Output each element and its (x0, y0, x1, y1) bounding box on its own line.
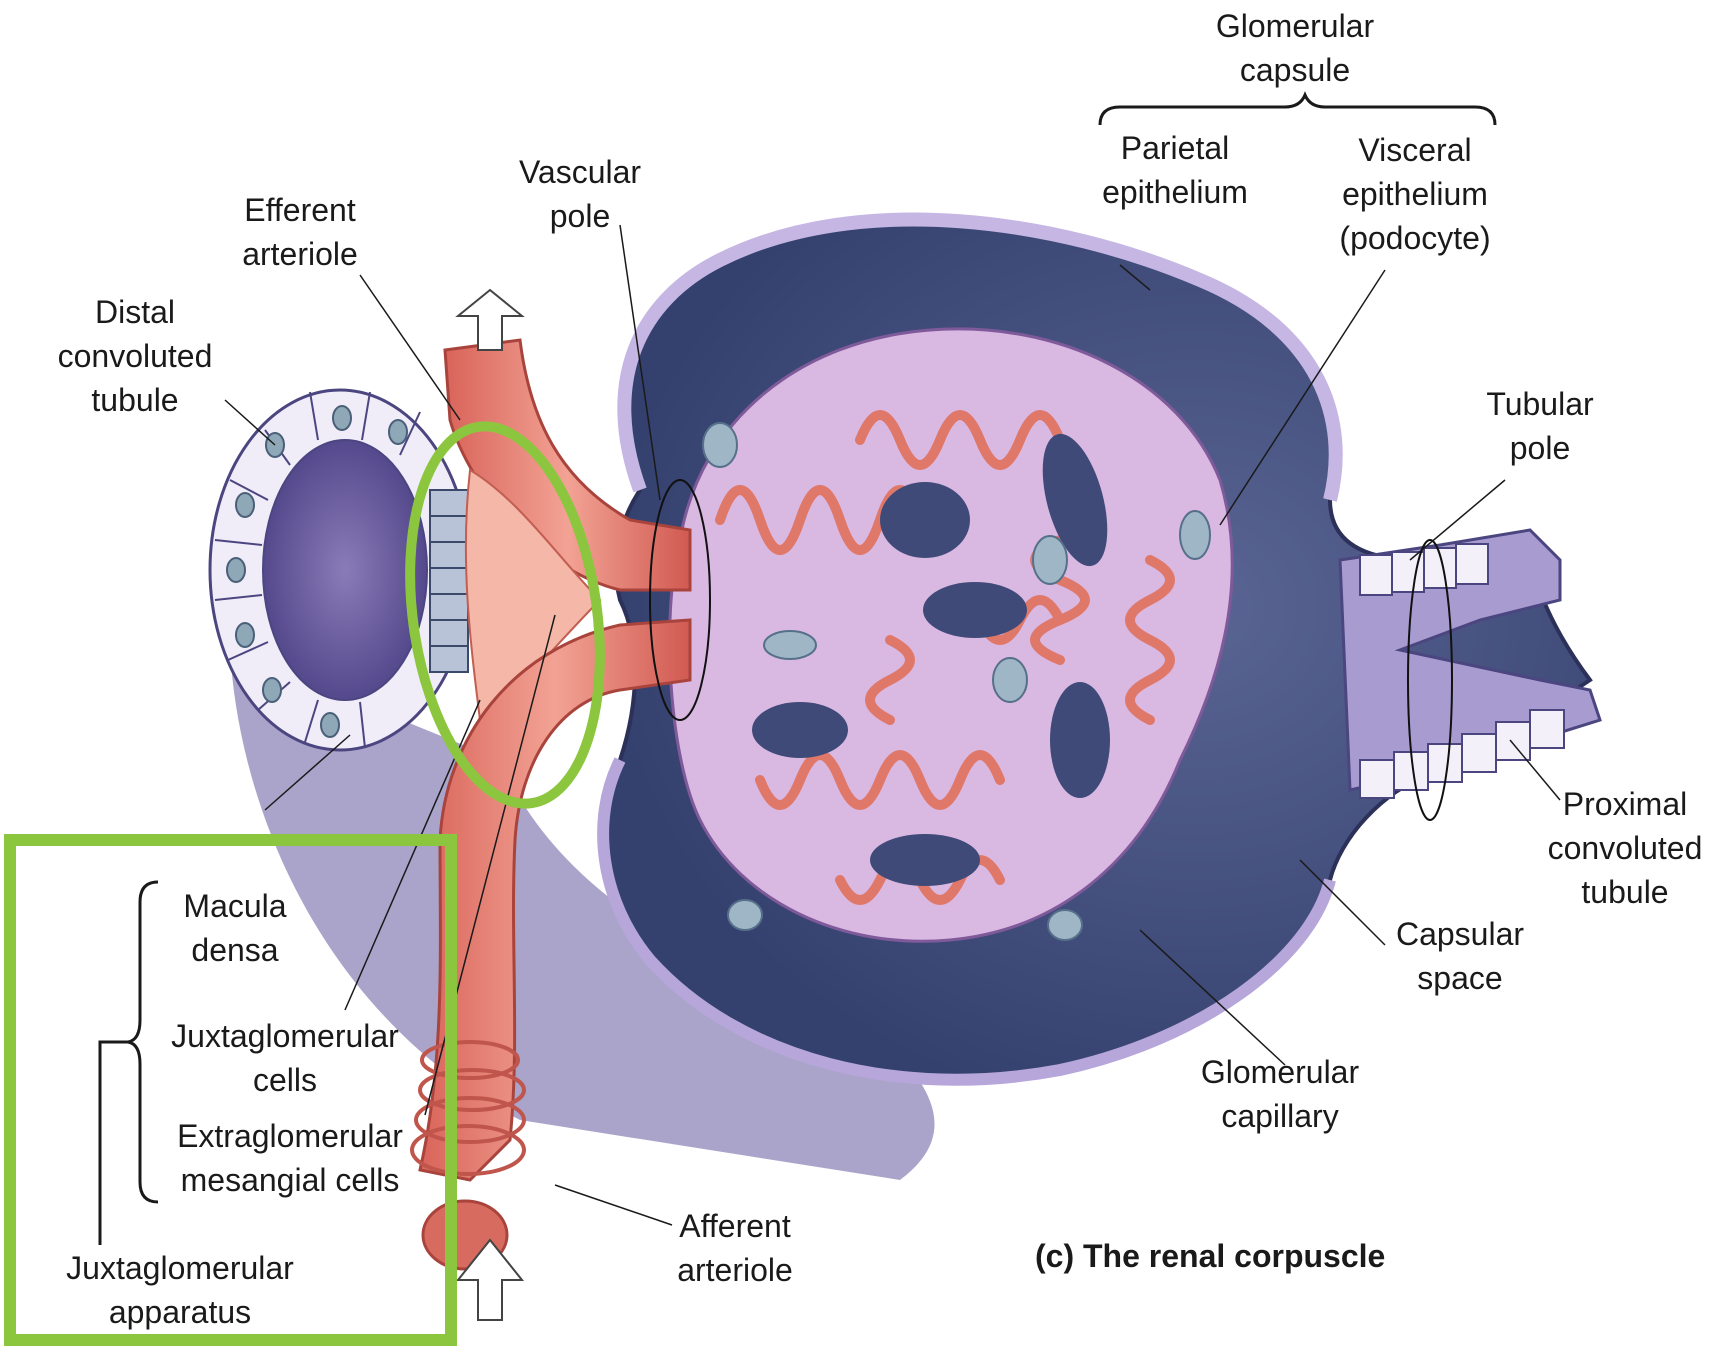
label-line: Proximal (1525, 782, 1725, 826)
label-glomerular-capillary: Glomerular capillary (1180, 1050, 1380, 1138)
label-line: space (1365, 956, 1555, 1000)
label-line: Glomerular (1180, 1050, 1380, 1094)
label-proximal-convoluted-tubule: Proximal convoluted tubule (1525, 782, 1725, 914)
label-vascular-pole: Vascular pole (495, 150, 665, 238)
label-extraglomerular-mesangial-cells: Extraglomerular mesangial cells (150, 1114, 430, 1202)
label-juxtaglomerular-cells: Juxtaglomerular cells (150, 1014, 420, 1102)
label-line: capsule (1195, 48, 1395, 92)
label-visceral-epithelium: Visceral epithelium (podocyte) (1305, 128, 1525, 260)
label-line: convoluted (1525, 826, 1725, 870)
label-line: cells (150, 1058, 420, 1102)
label-line: epithelium (1075, 170, 1275, 214)
label-line: (podocyte) (1305, 216, 1525, 260)
label-line: capillary (1180, 1094, 1380, 1138)
figure-caption: (c) The renal corpuscle (1035, 1238, 1385, 1275)
label-capsular-space: Capsular space (1365, 912, 1555, 1000)
label-line: Vascular (495, 150, 665, 194)
label-line: epithelium (1305, 172, 1525, 216)
label-line: Visceral (1305, 128, 1525, 172)
label-line: pole (1450, 426, 1630, 470)
label-line: arteriole (215, 232, 385, 276)
label-line: apparatus (30, 1290, 330, 1334)
macula-densa-cells (430, 490, 468, 672)
label-line: tubule (40, 378, 230, 422)
label-line: convoluted (40, 334, 230, 378)
label-line: Macula (160, 884, 310, 928)
label-line: densa (160, 928, 310, 972)
label-line: Extraglomerular (150, 1114, 430, 1158)
label-line: Distal (40, 290, 230, 334)
label-line: Juxtaglomerular (150, 1014, 420, 1058)
label-tubular-pole: Tubular pole (1450, 382, 1630, 470)
label-line: Efferent (215, 188, 385, 232)
label-juxtaglomerular-apparatus: Juxtaglomerular apparatus (30, 1246, 330, 1334)
label-line: arteriole (660, 1248, 810, 1292)
label-line: Juxtaglomerular (30, 1246, 330, 1290)
label-parietal-epithelium: Parietal epithelium (1075, 126, 1275, 214)
label-line: tubule (1525, 870, 1725, 914)
label-distal-convoluted-tubule: Distal convoluted tubule (40, 290, 230, 422)
label-afferent-arteriole: Afferent arteriole (660, 1204, 810, 1292)
label-line: Parietal (1075, 126, 1275, 170)
label-efferent-arteriole: Efferent arteriole (215, 188, 385, 276)
label-glomerular-capsule: Glomerular capsule (1195, 4, 1395, 92)
label-line: Afferent (660, 1204, 810, 1248)
brace-glomerular-capsule (1100, 95, 1495, 125)
label-macula-densa: Macula densa (160, 884, 310, 972)
label-line: mesangial cells (150, 1158, 430, 1202)
label-line: pole (495, 194, 665, 238)
label-line: Capsular (1365, 912, 1555, 956)
label-line: Tubular (1450, 382, 1630, 426)
label-line: Glomerular (1195, 4, 1395, 48)
